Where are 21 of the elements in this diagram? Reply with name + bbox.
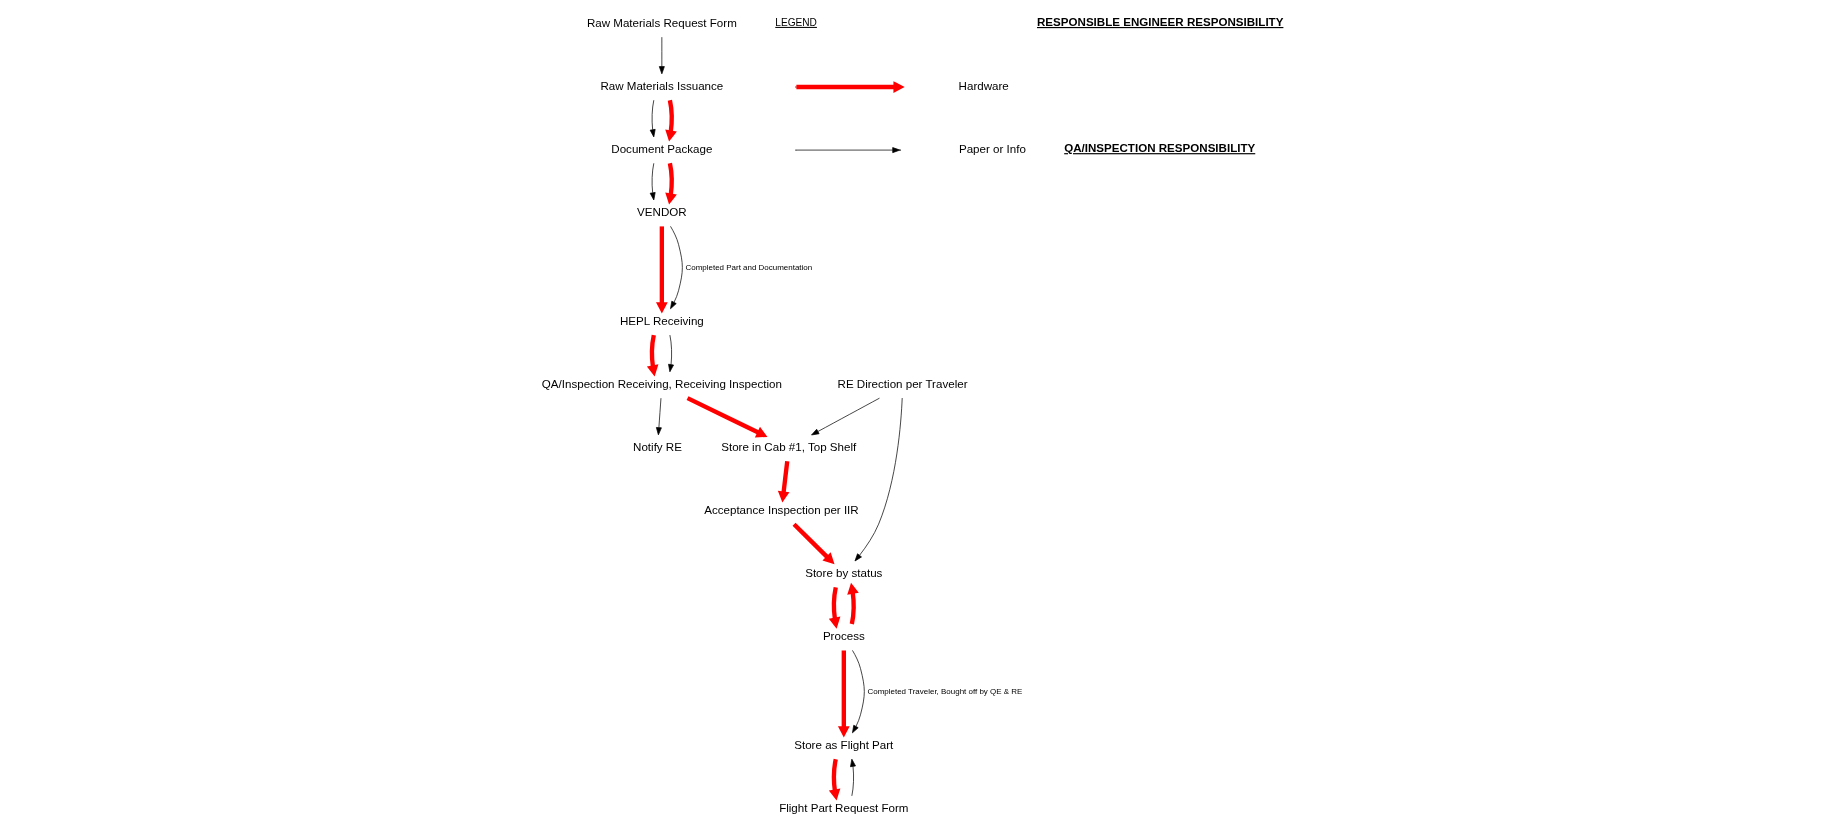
node-text: Store in Cab #1, Top Shelf <box>721 440 857 453</box>
edge-label: Completed Part and Documentation <box>685 262 813 272</box>
node-text: Process <box>822 630 865 642</box>
node-text: RE Direction per Traveler <box>837 377 968 390</box>
label: QA/INSPECTION RESPONSIBILITY <box>1064 142 1256 155</box>
node-text: Document Package <box>611 142 713 155</box>
legend-label: Paper or Info <box>958 142 1026 155</box>
node-text: Store by status <box>805 566 883 579</box>
node-text: Raw Materials Issuance <box>600 79 724 92</box>
node-text: HEPL Receiving <box>619 314 704 327</box>
node-text: QA/Inspection Receiving, Receiving Inspection <box>541 377 782 390</box>
edge-label: Completed Traveler, Bought off by QE & RE <box>867 686 1023 696</box>
node-text: Notify RE <box>633 440 682 453</box>
node-text: VENDOR <box>637 205 687 218</box>
legend-label: Hardware <box>958 79 1009 92</box>
node-text: Store as Flight Part <box>794 738 894 751</box>
label: RESPONSIBLE ENGINEER RESPONSIBILITY <box>1037 15 1284 28</box>
node-text: Flight Part Request Form <box>779 801 909 814</box>
node-text: Raw Materials Request Form <box>586 16 737 29</box>
label: LEGEND <box>775 16 817 28</box>
node-text: Acceptance Inspection per IIR <box>704 503 859 516</box>
